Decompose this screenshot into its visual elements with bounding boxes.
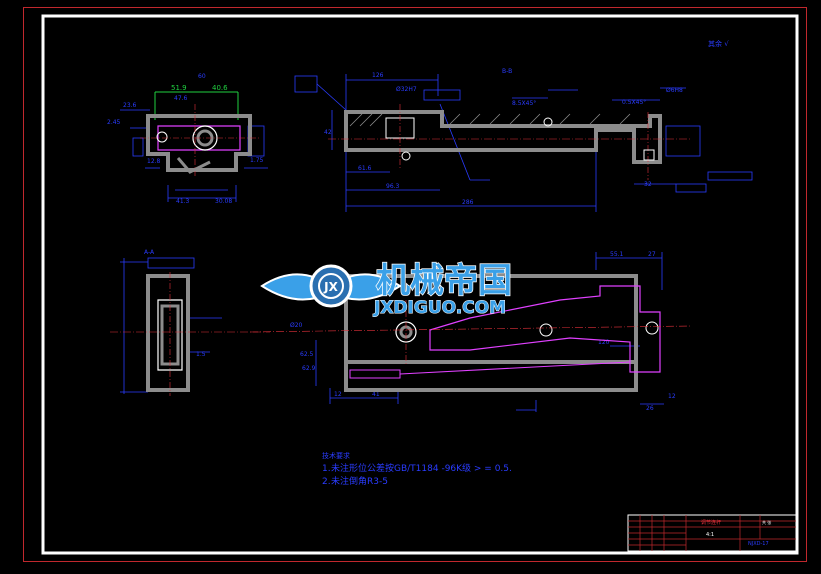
- front-dim-4: 120: [598, 339, 610, 346]
- end-view-dim-7: 1.75: [250, 157, 264, 164]
- tech-note-2-prefix: 2.: [322, 477, 331, 487]
- bb-dim-6: 42: [324, 129, 332, 136]
- front-view: Ø20 62.5 62.9 120 12 41 26 12 55.1 27 1.…: [196, 251, 691, 412]
- title-block-drawing-no: NJXD-17: [748, 541, 769, 547]
- end-view-dim-5: 2.45: [107, 119, 121, 126]
- tech-note-1-prefix: 1.: [322, 464, 331, 474]
- bb-dim-8: 96.3: [386, 183, 400, 190]
- watermark-logo: JX: [260, 264, 402, 308]
- front-dim-10: 27: [648, 251, 656, 258]
- inner-white-frame: [41, 14, 799, 555]
- end-view-dim-2: 40.6: [212, 84, 228, 92]
- end-view: 51.9 40.6 60 47.6 23.6 2.45 12.8 1.75 41…: [107, 73, 268, 205]
- bb-dim-7: 61.6: [358, 165, 372, 172]
- front-dim-8: 12: [668, 393, 676, 400]
- title-block-part-name: 调节连杆: [701, 519, 721, 526]
- technical-requirements: 技术要求 1. 未注形位公差按GB/T1184 -96K级 > = 0.5. 2…: [322, 451, 512, 487]
- title-block-scale: 4:1: [706, 532, 714, 538]
- bb-dim-1: 126: [372, 72, 384, 79]
- end-view-dim-10: 60: [198, 73, 206, 80]
- end-view-dim-9: 30.08: [215, 198, 232, 205]
- tech-notes-title: 技术要求: [322, 451, 350, 460]
- bb-dim-9: 286: [462, 199, 474, 206]
- tech-note-2: 未注倒角R3-5: [331, 475, 388, 487]
- bb-dim-4: 0.5X45°: [622, 99, 646, 106]
- bb-dim-2: Ø32H7: [396, 86, 417, 93]
- title-block: 调节连杆 4:1 NJXD-17 共 张: [627, 514, 797, 552]
- front-dim-7: 26: [646, 405, 654, 412]
- section-view-bb: B-B 126 Ø32H7 8.5X4: [294, 68, 753, 212]
- front-dim-3: 62.9: [302, 365, 316, 372]
- watermark-brand-cn: 机械帝国: [376, 261, 512, 301]
- watermark-brand-en: JXDIGUO.COM: [373, 298, 506, 318]
- bb-dim-10: 32: [644, 181, 652, 188]
- front-dim-5: 12: [334, 391, 342, 398]
- outer-red-frame: [23, 7, 807, 562]
- front-dim-11: 1.5: [196, 351, 206, 358]
- end-view-dim-8: 41.3: [176, 198, 190, 205]
- roughness-note: 其余 √: [708, 39, 729, 48]
- title-block-sheet: 共 张: [762, 519, 771, 525]
- view-label-bb: B-B: [502, 68, 512, 75]
- end-view-dim-6: 12.8: [147, 158, 161, 165]
- end-view-dim-4: 23.6: [123, 102, 137, 109]
- front-dim-2: 62.5: [300, 351, 314, 358]
- end-view-dim-3: 47.6: [174, 95, 188, 102]
- bb-dim-3: 8.5X45°: [512, 100, 536, 107]
- front-dim-6: 41: [372, 391, 380, 398]
- section-view-aa: A-A: [110, 249, 270, 396]
- front-dim-9: 55.1: [610, 251, 624, 258]
- front-dim-1: Ø20: [290, 322, 303, 329]
- view-label-aa: A-A: [144, 249, 155, 256]
- end-view-dim-1: 51.9: [171, 84, 187, 92]
- bb-dim-5: Ø6H8: [666, 87, 683, 94]
- tech-note-1: 未注形位公差按GB/T1184 -96K级 > = 0.5.: [331, 462, 512, 474]
- watermark-emblem: JX: [323, 280, 338, 294]
